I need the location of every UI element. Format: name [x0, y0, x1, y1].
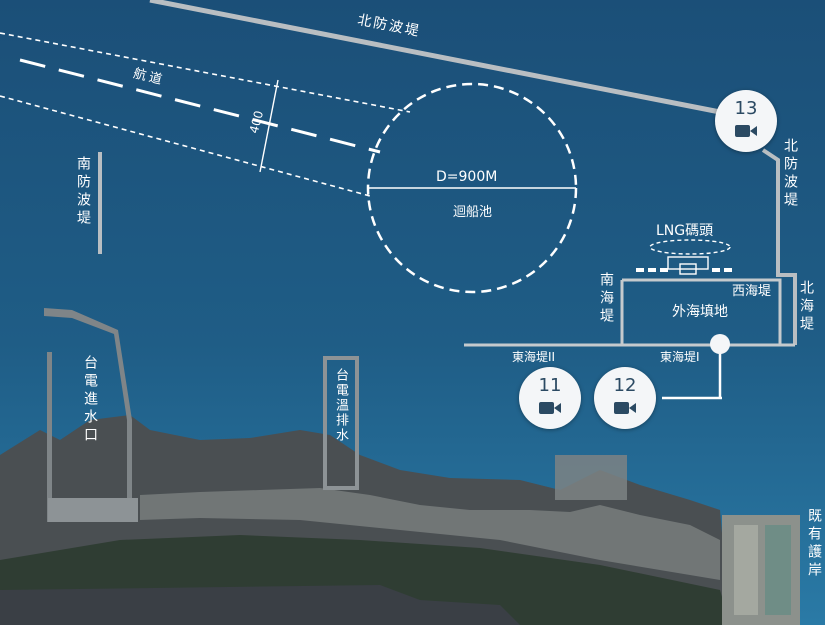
beach-sand — [140, 488, 720, 580]
label-turning-basin: 迴船池 — [453, 205, 493, 220]
video-camera-icon — [539, 402, 561, 414]
camera-marker-13[interactable]: 13 — [715, 90, 777, 152]
label-north-breakwater-right: 北防波堤 — [782, 138, 798, 210]
industrial-zone — [0, 585, 520, 625]
label-taipower-intake: 台電進水口 — [82, 355, 98, 445]
label-taipower-outlet: 台電溫排水 — [333, 368, 348, 443]
north-breakwater-line — [149, 0, 721, 115]
label-south-breakwater: 南防波堤 — [75, 156, 91, 228]
camera-marker-12[interactable]: 12 — [594, 367, 656, 429]
camera-number: 12 — [613, 375, 637, 396]
label-lng-terminal: LNG碼頭 — [656, 223, 714, 239]
camera-number: 13 — [734, 98, 758, 119]
label-west-seawall: 西海堤 — [732, 284, 772, 299]
label-east-seawall-1: 東海堤I — [660, 350, 700, 364]
label-offshore-reclamation: 外海填地 — [672, 304, 728, 320]
video-camera-icon — [735, 125, 757, 137]
camera-marker-11[interactable]: 11 — [519, 367, 581, 429]
camera-connector-dot — [710, 334, 730, 354]
label-east-seawall-2: 東海堤II — [512, 350, 556, 364]
navigation-channel — [0, 32, 411, 197]
pier-area — [555, 455, 627, 500]
label-south-seawall: 南海堤 — [598, 272, 614, 326]
camera-number: 11 — [538, 375, 562, 396]
lng-terminal-outline — [649, 239, 731, 255]
label-existing-revetment: 既有護岸 — [806, 508, 822, 580]
lng-jetty — [667, 256, 709, 275]
label-turning-basin-diameter: D=900M — [436, 169, 498, 185]
label-north-seawall: 北海堤 — [798, 280, 814, 334]
taipower-outlet-structure — [323, 356, 359, 490]
video-camera-icon — [614, 402, 636, 414]
